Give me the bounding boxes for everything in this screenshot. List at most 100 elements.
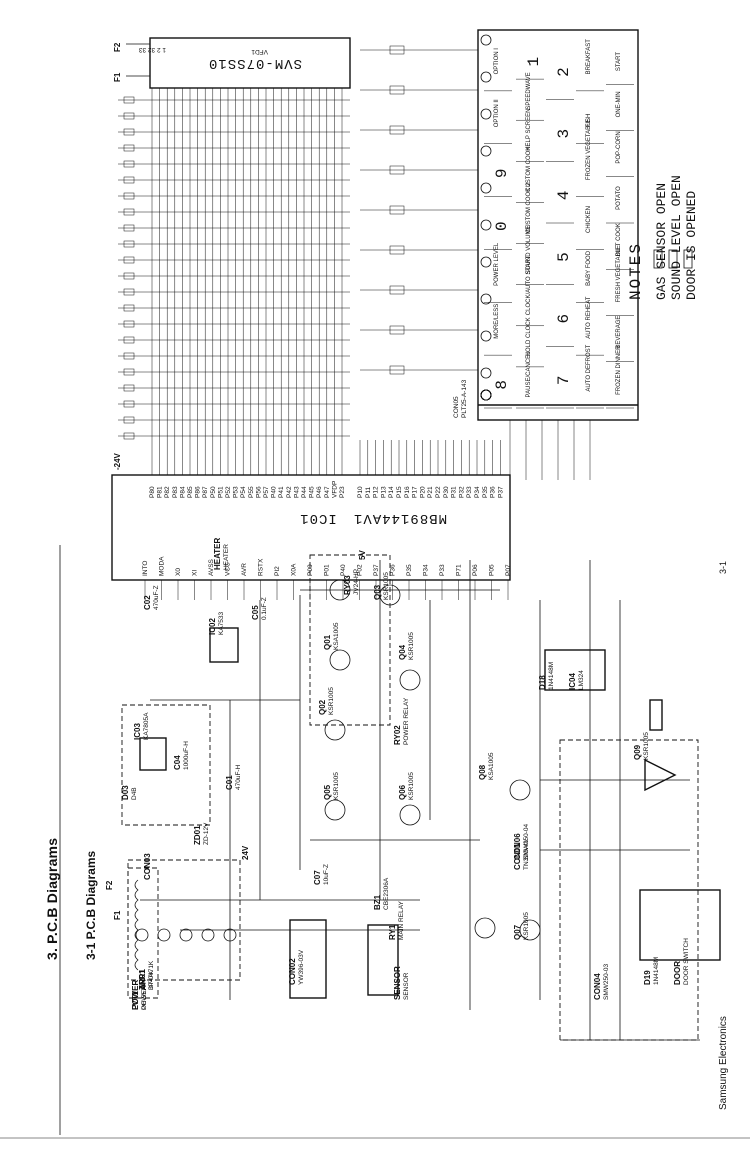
vfd-name: SVM-07SS10	[208, 55, 302, 71]
ic-pin-label: P47	[324, 486, 331, 498]
part-value: SMW250-04	[523, 823, 530, 860]
part-value: 1000uF-H	[183, 741, 190, 770]
ic-pin-label: P87	[202, 486, 209, 498]
ic-pin-label: P85	[187, 486, 194, 498]
key-label: POP-CORN	[616, 131, 622, 163]
part-ref: AR01	[138, 969, 147, 990]
ic-pin-label: P82	[164, 486, 171, 498]
ic-pin-label: P83	[172, 486, 179, 498]
part-ref: Q06	[398, 784, 407, 800]
ic01-ref: IC01	[299, 510, 337, 526]
rail-label: 5V	[358, 550, 367, 560]
key-label: 1	[525, 55, 543, 67]
part-value: POWER RELAY	[403, 697, 410, 745]
ic-pin-label: P16	[404, 486, 411, 498]
part-value: JV24-HP	[353, 569, 360, 595]
part-ref: F1	[113, 910, 122, 920]
part-value: CBE2306A	[383, 877, 390, 910]
ic-pin-label: P00	[307, 564, 314, 576]
part-ref: ZNR1	[138, 969, 147, 990]
key-label: FRESH VEGETABLE	[616, 245, 622, 302]
keypad-bus	[360, 45, 591, 480]
part-value: KSR1005	[643, 732, 650, 760]
part-ref: Q09	[633, 744, 642, 760]
ic-pin-label: P34	[474, 486, 481, 498]
part-ref: CON01	[513, 843, 522, 870]
part-ref: POWER	[131, 980, 140, 1010]
ic-pin-label: P86	[195, 486, 202, 498]
key-label: PAUSE/CANCEL	[526, 351, 532, 398]
ic-pin-label: P45	[309, 486, 316, 498]
note-line-2: SOUND LEVEL OPEN	[669, 175, 684, 300]
part-value: KSA1005	[333, 622, 340, 650]
part-value: KSR1005	[333, 772, 340, 800]
key-label: 2	[555, 65, 573, 77]
ic-pin-label: P36	[390, 564, 397, 576]
key-label: CUSTOM COOK	[526, 147, 532, 192]
ic-pin-label: X0A	[291, 563, 298, 576]
ic01-part: MB89144AV1	[353, 510, 447, 526]
key-label: 3	[555, 127, 573, 139]
grid-f1: F1	[113, 72, 122, 82]
ic-pin-label: P20	[419, 486, 426, 498]
key-label: 7	[555, 374, 573, 386]
ic-pin-label: PI2	[274, 566, 281, 576]
key-label: FROZEN DINNER	[616, 345, 622, 395]
part-value: 1N4148M	[653, 957, 660, 985]
ic-pin-label: P71	[456, 564, 463, 576]
ic-pin-label: P15	[396, 486, 403, 498]
ic-pin-label: P17	[412, 486, 419, 498]
part-value: OE-5574H	[141, 979, 148, 1010]
ic-pin-label: P46	[316, 486, 323, 498]
part-ref: SENSOR	[393, 966, 402, 1000]
part-value: DOOR SWITCH	[683, 938, 690, 985]
ic-pin-label: RSTX	[258, 558, 265, 576]
ic-pin-label: P13	[380, 486, 387, 498]
part-ref: Q08	[478, 764, 487, 780]
key-label: OPTION II	[494, 99, 500, 127]
ic-pin-label: P36	[490, 486, 497, 498]
note-line-3: DOOR IS OPENED	[684, 191, 699, 300]
keypad-connector: CON05	[453, 396, 460, 418]
grid-f2: F2	[113, 42, 122, 52]
part-ref: C01	[225, 775, 234, 790]
part-value: KSA1005	[488, 752, 495, 780]
ic-pin-label: P81	[157, 486, 164, 498]
part-ref: DOOR	[673, 961, 682, 985]
part-ref: Q04	[398, 644, 407, 660]
part-ref: Q01	[323, 634, 332, 650]
part-ref: IC03	[133, 723, 142, 740]
ic-pin-label: P31	[451, 486, 458, 498]
ic-pin-label: P40	[271, 486, 278, 498]
part-value: KSR1005	[523, 912, 530, 940]
ic-pin-label: P11	[365, 487, 372, 498]
part-value: LM324	[578, 670, 585, 690]
key-label: MORE/LESS	[494, 304, 500, 339]
part-ref: D03	[121, 785, 130, 800]
part-value: SMW250-03	[603, 963, 610, 1000]
notes-block: NOTES GAS SENSOR OPEN SOUND LEVEL OPEN D…	[627, 175, 699, 300]
part-value: D4B	[131, 787, 138, 800]
rail-label: 24V	[241, 845, 250, 860]
part-ref: RY03	[343, 575, 352, 595]
ic-pin-label: P22	[435, 486, 442, 498]
key-label: SPEEDWAVE	[526, 72, 532, 109]
notes-title: NOTES	[627, 242, 645, 300]
key-label: BABY FOOD	[586, 250, 592, 286]
ic-pin-label: VFDP	[331, 481, 338, 498]
ic-pin-label: P12	[373, 486, 380, 498]
part-value: KA7805A	[143, 712, 150, 740]
ic-pin-label: P84	[179, 486, 186, 498]
ic-pin-label: P14	[388, 486, 395, 498]
key-label: BREAKFAST	[586, 39, 592, 75]
ic-pin-label: P41	[278, 486, 285, 498]
part-value: YW396-03V	[298, 949, 305, 985]
key-label: POTATO	[616, 186, 622, 210]
vfd-display: SVM-07SS10 VFD1 1 2 32 33 F1 F2	[113, 37, 351, 89]
part-ref: C07	[313, 870, 322, 885]
ic-pin-label: P35	[406, 564, 413, 576]
key-label: START	[616, 52, 622, 71]
ic-pin-label: P57	[263, 486, 270, 498]
